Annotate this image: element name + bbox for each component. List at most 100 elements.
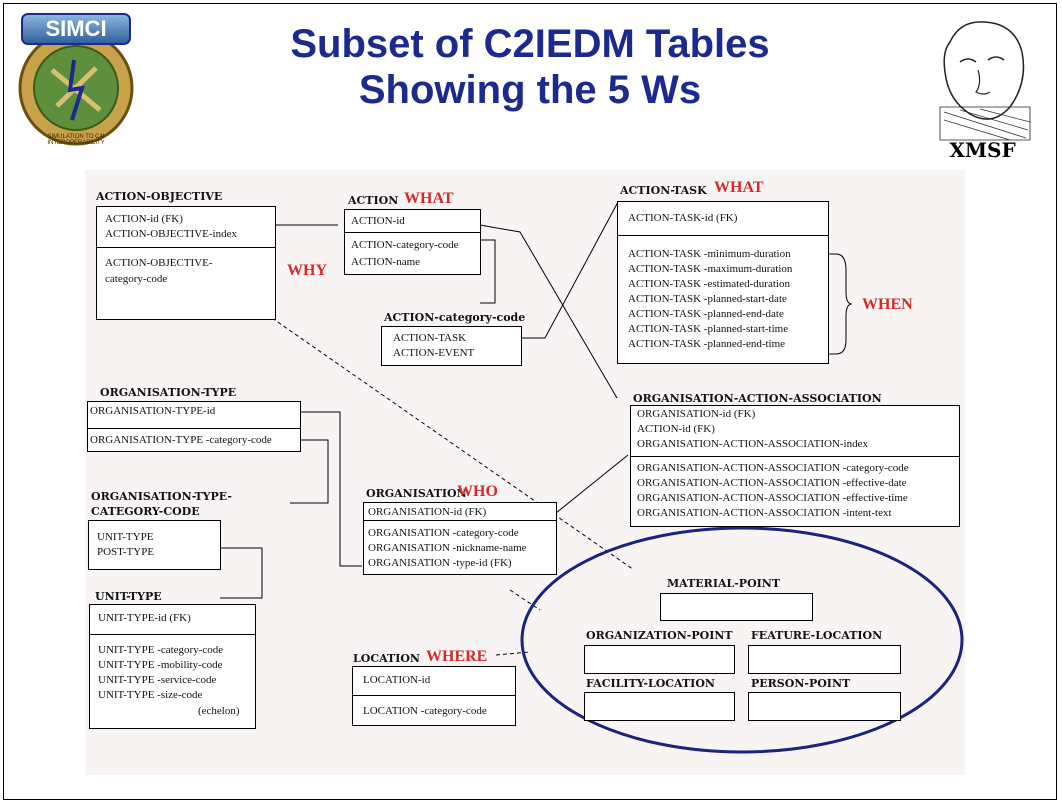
attribute-row: ORGANISATION-ACTION-ASSOCIATION -categor… <box>637 462 909 474</box>
key-divider <box>97 247 275 248</box>
what-label-task: WHAT <box>714 179 764 196</box>
value-row: ACTION-TASK <box>393 332 467 344</box>
attribute-row: ACTION-name <box>351 256 421 268</box>
key-divider <box>364 520 556 521</box>
org-type-category-code-title-1: ORGANISATION-TYPE- <box>91 490 232 503</box>
action-title: ACTION <box>348 194 399 207</box>
key-row: LOCATION-id <box>363 674 431 686</box>
action-objective-table: ACTION-id (FK) ACTION-OBJECTIVE-index AC… <box>96 206 276 320</box>
feature-location-title: FEATURE-LOCATION <box>751 629 883 642</box>
attribute-row: ORGANISATION -category-code <box>368 527 519 539</box>
org-type-category-code-title-2: CATEGORY-CODE <box>91 505 200 518</box>
line-orgtype-to-category <box>290 439 329 504</box>
attribute-row: ACTION-category-code <box>351 239 459 251</box>
key-divider <box>618 235 828 236</box>
attribute-row: UNIT-TYPE -mobility-code <box>98 659 223 671</box>
attribute-row: ACTION-TASK -planned-start-date <box>628 293 787 305</box>
location-table: LOCATION-id LOCATION -category-code <box>352 666 516 726</box>
action-objective-title: ACTION-OBJECTIVE <box>96 190 223 203</box>
line-orgtype-to-organisation <box>300 411 362 567</box>
person-point-box <box>748 692 901 721</box>
key-row: ACTION-id <box>351 215 405 227</box>
xmsf-logo: XMSF <box>930 12 1035 162</box>
value-row: ACTION-EVENT <box>393 347 475 359</box>
action-task-table: ACTION-TASK-id (FK) ACTION-TASK -minimum… <box>617 201 829 364</box>
dashed-objective-to-location <box>271 317 635 571</box>
simci-logo-text: SIMCI <box>45 16 107 41</box>
key-divider <box>631 456 959 457</box>
key-divider <box>353 695 515 696</box>
action-table: ACTION-id ACTION-category-code ACTION-na… <box>344 209 481 275</box>
attribute-row: ACTION-TASK -maximum-duration <box>628 263 793 275</box>
key-row: ORGANISATION-id (FK) <box>637 408 756 420</box>
attribute-row: ACTION-TASK -estimated-duration <box>628 278 790 290</box>
line-organisation-to-association <box>555 454 629 514</box>
when-brace <box>823 253 853 355</box>
attribute-row: UNIT-TYPE -size-code <box>98 689 203 701</box>
organisation-table: ORGANISATION-id (FK) ORGANISATION -categ… <box>363 502 557 575</box>
action-category-code-table: ACTION-TASK ACTION-EVENT <box>381 326 522 366</box>
person-point-title: PERSON-POINT <box>751 677 851 690</box>
organisation-type-table: ORGANISATION-TYPE-id ORGANISATION-TYPE -… <box>87 401 301 452</box>
line-action-to-category <box>480 239 496 304</box>
key-row: UNIT-TYPE-id (FK) <box>98 612 191 624</box>
line-category-to-task <box>522 201 619 339</box>
attribute-row: ACTION-TASK -planned-start-time <box>628 323 789 335</box>
title-line-2: Showing the 5 Ws <box>358 68 702 112</box>
who-label: WHO <box>457 483 498 500</box>
why-label: WHY <box>287 262 327 279</box>
facility-location-box <box>584 692 735 721</box>
attribute-row: LOCATION -category-code <box>363 705 487 717</box>
attribute-row: UNIT-TYPE -service-code <box>98 674 217 686</box>
action-category-code-title: ACTION-category-code <box>384 311 526 324</box>
attribute-row: ORGANISATION-ACTION-ASSOCIATION -effecti… <box>637 477 907 489</box>
what-label-action: WHAT <box>404 190 454 207</box>
attribute-row: ACTION-TASK -planned-end-date <box>628 308 784 320</box>
attribute-row: ORGANISATION-TYPE -category-code <box>90 434 272 446</box>
material-point-title: MATERIAL-POINT <box>667 577 781 590</box>
attribute-row: ORGANISATION-ACTION-ASSOCIATION -effecti… <box>637 492 908 504</box>
org-type-category-code-table: UNIT-TYPE POST-TYPE <box>88 520 221 570</box>
feature-location-box <box>748 645 901 674</box>
key-divider <box>90 634 255 635</box>
organisation-action-association-title: ORGANISATION-ACTION-ASSOCIATION <box>633 392 882 405</box>
slide-frame <box>3 3 1057 800</box>
value-row: POST-TYPE <box>97 546 155 558</box>
size-code-note: (echelon) <box>198 705 240 717</box>
where-label: WHERE <box>426 648 488 665</box>
organisation-action-association-table: ORGANISATION-id (FK) ACTION-id (FK) ORGA… <box>630 405 960 527</box>
location-title: LOCATION <box>353 652 420 665</box>
attribute-row: ORGANISATION -nickname-name <box>368 542 527 554</box>
attribute-row: ORGANISATION-ACTION-ASSOCIATION -intent-… <box>637 507 892 519</box>
action-task-title: ACTION-TASK <box>620 184 707 197</box>
facility-location-title: FACILITY-LOCATION <box>586 677 715 690</box>
attribute-row: UNIT-TYPE -category-code <box>98 644 224 656</box>
key-divider <box>88 428 300 429</box>
key-row: ACTION-TASK-id (FK) <box>628 212 738 224</box>
organisation-title: ORGANISATION <box>366 487 467 500</box>
key-row: ACTION-id (FK) <box>105 213 183 225</box>
attribute-row: ACTION-TASK -planned-end-time <box>628 338 786 350</box>
title-line-1: Subset of C2IEDM Tables <box>290 22 770 66</box>
key-row: ORGANISATION-ACTION-ASSOCIATION-index <box>637 438 868 450</box>
attribute-row: category-code <box>105 273 168 285</box>
key-row: ACTION-id (FK) <box>637 423 715 435</box>
simci-logo: SIMCI SIMULATION TO C4I INTEROPERABILITY <box>12 10 140 150</box>
material-point-box <box>660 593 813 621</box>
location-subtype-ellipse <box>520 526 964 754</box>
when-label: WHEN <box>862 296 913 313</box>
dashed-organisation-to-location <box>509 589 541 611</box>
attribute-row: ACTION-TASK -minimum-duration <box>628 248 791 260</box>
unit-type-title: UNIT-TYPE <box>95 590 162 603</box>
line-action-to-association <box>479 224 618 399</box>
line-category-to-unittype <box>220 547 263 599</box>
key-row: ACTION-OBJECTIVE-index <box>105 228 237 240</box>
key-divider <box>345 232 480 233</box>
unit-type-table: UNIT-TYPE-id (FK) UNIT-TYPE -category-co… <box>89 604 256 729</box>
organisation-type-title: ORGANISATION-TYPE <box>100 386 237 399</box>
organization-point-title: ORGANIZATION-POINT <box>586 629 733 642</box>
attribute-row: ORGANISATION -type-id (FK) <box>368 557 512 569</box>
key-row: ORGANISATION-id (FK) <box>368 506 487 518</box>
value-row: UNIT-TYPE <box>97 531 154 543</box>
